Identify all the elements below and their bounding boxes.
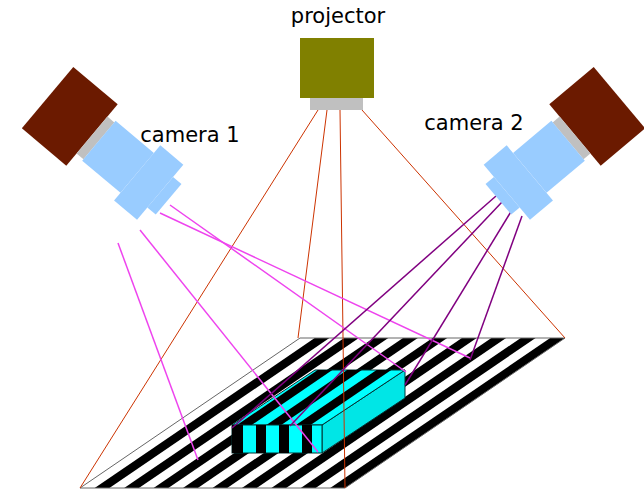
fringe-pattern [95,338,565,488]
camera-symbol [473,67,644,230]
component-label: camera 2 [424,112,523,135]
camera-symbol [22,67,194,230]
projector-symbol [300,38,374,110]
component-label: camera 1 [140,124,239,147]
projection-plane [80,338,565,488]
camera-2-rays [232,196,522,428]
measured-object [86,338,556,488]
plane-outline [80,338,565,488]
projector-rays [80,110,565,488]
component-label: projector [291,5,385,28]
